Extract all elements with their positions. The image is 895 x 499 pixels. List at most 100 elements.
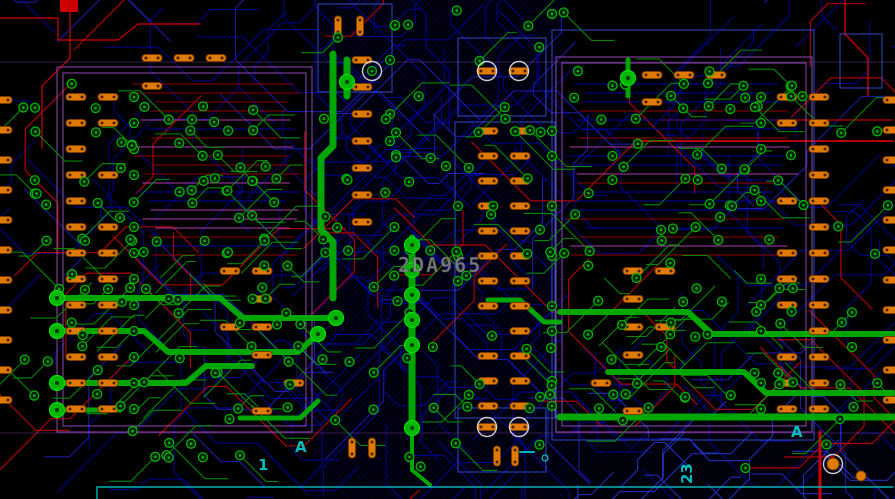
- smd-pad: [882, 276, 895, 284]
- via: [389, 19, 401, 31]
- smd-pad: [808, 301, 830, 309]
- via: [665, 317, 677, 328]
- via: [726, 200, 738, 212]
- via: [764, 234, 775, 245]
- via: [716, 296, 727, 307]
- via: [41, 199, 52, 210]
- via: [474, 378, 485, 390]
- through-hole-pad: [403, 419, 421, 437]
- smd-pad: [776, 119, 798, 127]
- via: [593, 403, 605, 414]
- smd-pad: [348, 437, 356, 459]
- smd-pad: [673, 71, 695, 79]
- via: [785, 91, 797, 102]
- round-pad: [855, 470, 867, 482]
- via: [330, 414, 341, 426]
- via: [283, 356, 294, 367]
- through-hole-pad: [403, 286, 421, 304]
- via: [115, 400, 126, 412]
- via: [102, 283, 114, 295]
- via: [332, 222, 343, 233]
- via: [630, 113, 641, 124]
- smd-pad: [251, 351, 273, 359]
- via: [558, 7, 569, 18]
- green-thin-trace-layer: [0, 0, 895, 483]
- via: [821, 439, 832, 450]
- via: [368, 404, 379, 415]
- via: [91, 388, 103, 400]
- via: [318, 234, 329, 245]
- via: [521, 343, 532, 355]
- via: [546, 380, 557, 391]
- via: [608, 389, 619, 400]
- through-hole-pad: [48, 289, 66, 307]
- via: [740, 92, 751, 103]
- smd-pad: [65, 171, 87, 179]
- via: [797, 91, 808, 102]
- via: [656, 341, 667, 353]
- through-hole-pad-layer: [48, 69, 637, 437]
- via: [755, 377, 767, 389]
- through-hole-pad: [619, 69, 637, 87]
- smd-pad: [97, 249, 119, 257]
- via: [665, 257, 676, 269]
- smd-pad: [97, 171, 119, 179]
- smd-pad: [97, 275, 119, 283]
- via: [415, 461, 426, 472]
- via-layer: [18, 5, 894, 474]
- smd-pad: [477, 252, 499, 260]
- via: [714, 211, 726, 223]
- via: [79, 284, 91, 295]
- via: [282, 402, 293, 413]
- via: [30, 126, 41, 137]
- through-hole-pad: [48, 401, 66, 419]
- via: [389, 245, 400, 256]
- smd-pad: [0, 366, 13, 374]
- via: [872, 377, 883, 389]
- via: [413, 91, 424, 102]
- smd-pad: [509, 327, 531, 335]
- via: [786, 80, 798, 91]
- via: [749, 367, 760, 379]
- via: [583, 260, 594, 271]
- board-edge-layer: [96, 451, 894, 499]
- via: [342, 245, 354, 256]
- via: [616, 319, 628, 331]
- smd-pad: [477, 352, 499, 360]
- via: [271, 319, 283, 330]
- via: [725, 103, 736, 115]
- via: [366, 65, 378, 77]
- through-hole-pad: [309, 325, 327, 343]
- via: [197, 150, 208, 161]
- smd-pad: [477, 227, 499, 235]
- via: [524, 125, 536, 136]
- smd-pad: [882, 336, 895, 344]
- smd-pad: [97, 93, 119, 101]
- via: [534, 224, 546, 235]
- through-hole-pad: [48, 322, 66, 340]
- via: [772, 175, 784, 186]
- via: [848, 401, 859, 413]
- via: [740, 462, 751, 474]
- via: [713, 234, 724, 246]
- via: [869, 248, 881, 260]
- via: [320, 211, 331, 222]
- via: [390, 127, 402, 138]
- via: [665, 329, 676, 340]
- smd-pad: [511, 445, 519, 467]
- smd-pad: [808, 93, 830, 101]
- smd-pad: [141, 82, 163, 90]
- smd-pad: [808, 145, 830, 153]
- via: [208, 116, 220, 128]
- via: [380, 187, 391, 198]
- via: [620, 389, 631, 400]
- via: [185, 125, 196, 136]
- via: [128, 273, 140, 285]
- smd-pad: [476, 67, 498, 75]
- smd-pad: [65, 93, 87, 101]
- via: [702, 78, 714, 89]
- silkscreen-text-layer: 2DA965 A A 1 23: [258, 253, 803, 484]
- via: [678, 296, 689, 307]
